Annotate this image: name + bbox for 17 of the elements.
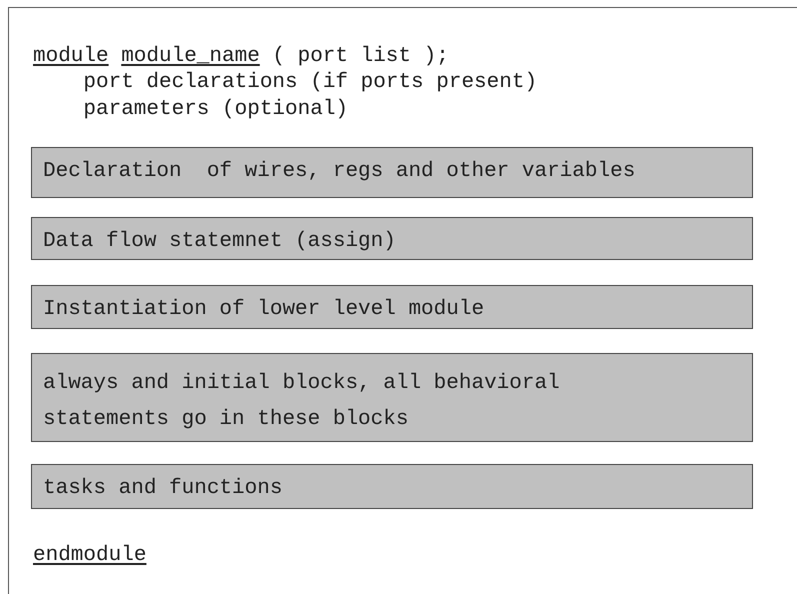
section-box: [31, 464, 753, 509]
keyword: module_name: [121, 44, 260, 70]
section-box: [31, 217, 753, 260]
section-text: Instantiation of lower level module: [43, 297, 486, 322]
section-text: Data flow statemnet (assign): [43, 229, 397, 254]
section-text: tasks and functions: [43, 476, 284, 502]
keyword: endmodule: [33, 543, 146, 568]
section-text: always and initial blocks, all behavioral statements go in these blocks: [43, 371, 561, 433]
section-box: [31, 285, 753, 329]
code-text: port declarations (if ports present): [83, 70, 538, 96]
code-text: parameters (optional): [83, 97, 348, 122]
code-text: ( port list );: [272, 44, 449, 70]
section-text: Declaration of wires, regs and other variables: [43, 159, 636, 184]
section-box: [31, 353, 753, 442]
keyword: module: [33, 44, 109, 70]
module-frame: [8, 7, 797, 594]
section-box: [31, 147, 753, 198]
